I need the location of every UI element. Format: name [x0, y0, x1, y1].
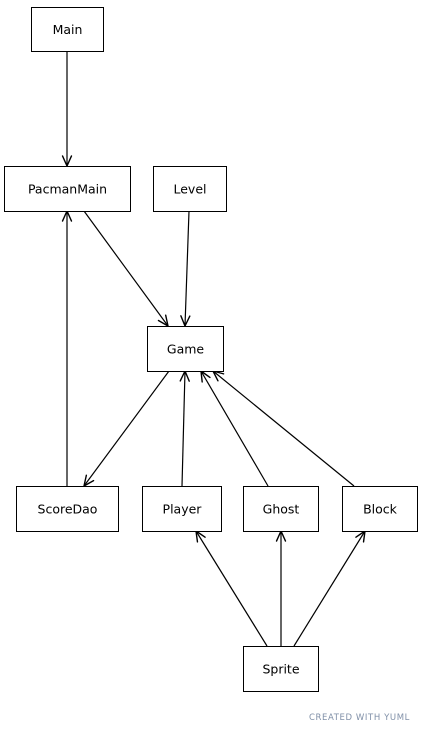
- edge-level-to-game: [180, 210, 191, 327]
- class-box: [142, 486, 222, 532]
- edge-line: [200, 370, 269, 487]
- arrowhead-icon: [200, 370, 211, 383]
- class-label: ScoreDao: [38, 502, 98, 517]
- class-label: Sprite: [262, 662, 299, 677]
- edge-line: [212, 370, 355, 487]
- edge-sprite-to-block: [293, 530, 366, 647]
- edge-sprite-to-player: [195, 530, 268, 647]
- class-node-scoredao: ScoreDao: [16, 486, 119, 532]
- class-label: Block: [363, 502, 398, 517]
- edge-line: [83, 370, 170, 487]
- edge-sprite-to-ghost: [275, 530, 287, 646]
- class-label: Main: [53, 22, 83, 37]
- class-node-ghost: Ghost: [243, 486, 319, 532]
- edge-player-to-game: [179, 370, 190, 487]
- arrowhead-icon: [157, 314, 169, 327]
- class-label: PacmanMain: [28, 182, 107, 197]
- class-label: Player: [163, 502, 203, 517]
- yuml-watermark: CREATED WITH YUML: [308, 713, 410, 723]
- class-box: [243, 646, 319, 692]
- class-label: Level: [174, 182, 207, 197]
- class-box: [342, 486, 418, 532]
- edge-line: [184, 210, 190, 327]
- class-label: Ghost: [263, 502, 300, 517]
- class-box: [147, 326, 224, 372]
- class-node-game: Game: [147, 326, 224, 372]
- class-node-level: Level: [153, 166, 227, 212]
- class-node-player: Player: [142, 486, 222, 532]
- class-node-pacmanmain: PacmanMain: [4, 166, 131, 212]
- edges-layer: [61, 51, 366, 647]
- edge-pacmanmain-to-game: [83, 210, 169, 327]
- edge-game-to-scoredao: [83, 370, 170, 487]
- class-node-sprite: Sprite: [243, 646, 319, 692]
- arrowhead-icon: [195, 530, 206, 543]
- class-box: [31, 7, 104, 52]
- edge-main-to-pacmanmain: [61, 51, 73, 167]
- edge-line: [83, 210, 169, 327]
- class-label: Game: [167, 342, 205, 357]
- class-box: [153, 166, 227, 212]
- class-node-block: Block: [342, 486, 418, 532]
- edge-line: [293, 530, 366, 647]
- arrowhead-icon: [83, 474, 95, 487]
- edge-scoredao-to-pacmanmain: [61, 210, 73, 486]
- edge-line: [195, 530, 268, 647]
- edge-line: [181, 370, 186, 487]
- class-box: [243, 486, 319, 532]
- class-box: [16, 486, 119, 532]
- arrowhead-icon: [355, 530, 366, 543]
- class-box: [4, 166, 131, 212]
- class-node-main: Main: [31, 7, 104, 52]
